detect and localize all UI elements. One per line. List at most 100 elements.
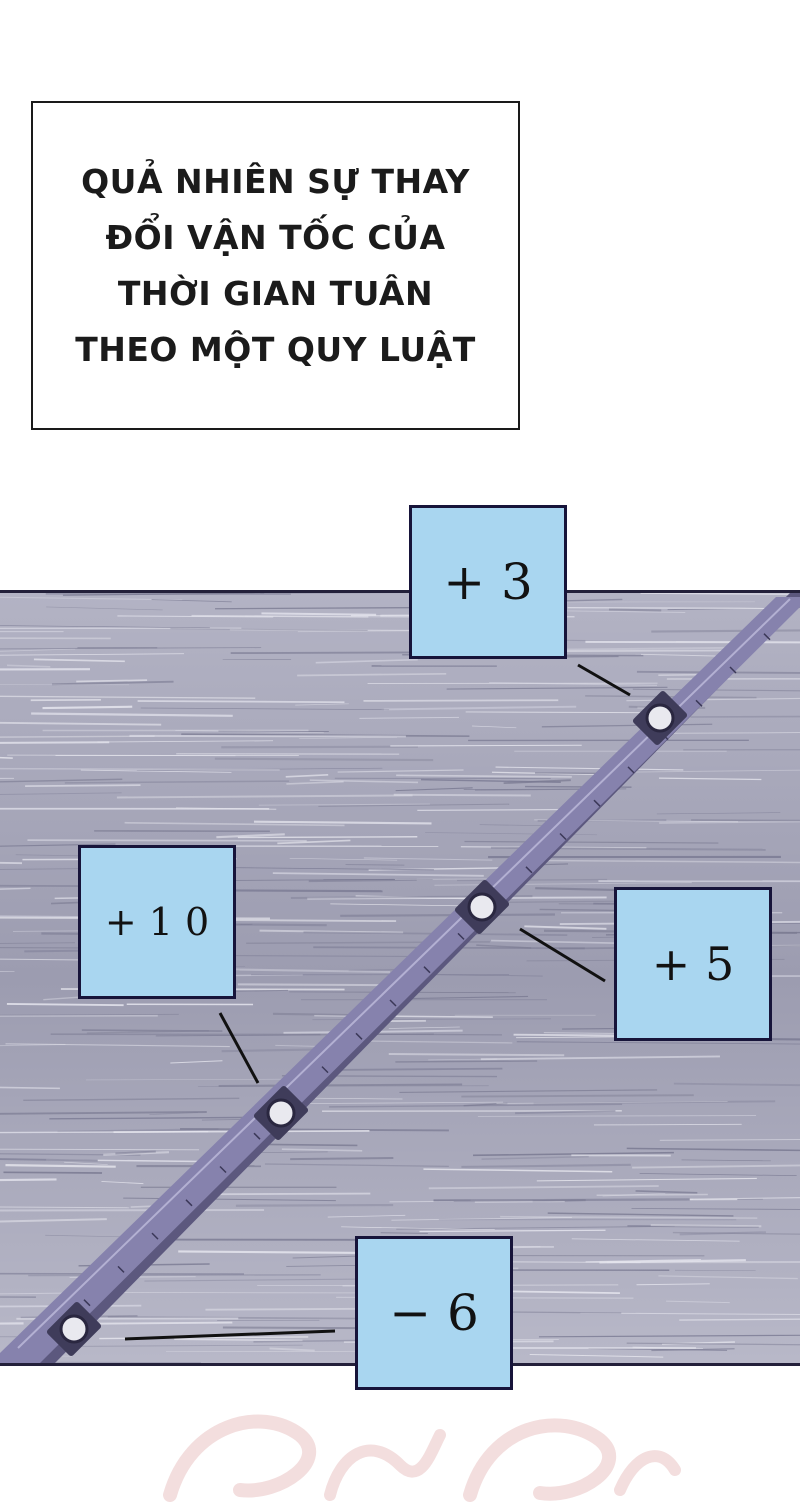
streak xyxy=(84,1321,233,1325)
streak xyxy=(585,640,800,644)
streak xyxy=(313,1097,403,1100)
streak xyxy=(0,1206,130,1209)
streak xyxy=(285,774,329,778)
streak xyxy=(580,1312,800,1316)
leader-line-minus-six xyxy=(124,1329,336,1341)
streak xyxy=(457,878,608,882)
streak xyxy=(174,1338,303,1342)
leader-line-plus-five xyxy=(519,927,606,983)
streak xyxy=(423,1168,613,1173)
streak xyxy=(237,836,418,839)
streak xyxy=(264,1163,449,1168)
streak xyxy=(0,1148,200,1151)
streak xyxy=(259,929,404,934)
streak xyxy=(144,1278,379,1282)
streak xyxy=(0,915,101,919)
streak xyxy=(0,648,76,652)
ruler xyxy=(0,593,800,1363)
ruler-tick xyxy=(525,866,533,874)
streak xyxy=(602,1193,666,1197)
streak xyxy=(289,857,398,861)
ruler-tick xyxy=(219,1165,227,1174)
streak xyxy=(191,614,369,618)
streak xyxy=(0,1178,57,1182)
streak xyxy=(390,744,582,747)
streak xyxy=(103,1151,170,1156)
streak xyxy=(5,1164,116,1168)
streak xyxy=(330,903,466,907)
streak xyxy=(28,1274,321,1277)
streak xyxy=(524,925,607,930)
ruler-tick xyxy=(457,932,465,940)
streak xyxy=(571,1238,740,1242)
streak xyxy=(564,610,686,613)
streak xyxy=(181,733,470,738)
streak xyxy=(117,615,274,618)
streak xyxy=(0,778,123,783)
streak xyxy=(658,1275,798,1280)
streak xyxy=(0,1322,24,1325)
streak xyxy=(341,1226,495,1231)
streak xyxy=(64,1161,108,1165)
streak xyxy=(0,695,256,699)
label-plus-five: + 5 xyxy=(614,887,772,1041)
streak xyxy=(461,1094,694,1098)
streak xyxy=(681,1159,771,1162)
streak xyxy=(151,599,232,603)
streak xyxy=(235,1203,394,1207)
streak xyxy=(516,1041,800,1045)
streak xyxy=(295,703,349,706)
streak xyxy=(0,843,116,847)
streak xyxy=(277,839,351,845)
streak xyxy=(223,867,434,871)
streak xyxy=(27,839,307,842)
caption-text: QUẢ NHIÊN SỰ THAY ĐỔI VẬN TỐC CỦA THỜI G… xyxy=(75,161,476,369)
streak xyxy=(631,1207,800,1210)
streak xyxy=(0,625,210,629)
ruler-tick xyxy=(593,799,601,807)
streak xyxy=(302,1101,504,1105)
streak xyxy=(596,1193,708,1197)
streak xyxy=(0,646,262,650)
streak xyxy=(433,1198,690,1202)
streak xyxy=(659,1139,800,1141)
streak xyxy=(636,670,800,674)
streak xyxy=(538,1334,800,1338)
label-plus-three: + 3 xyxy=(409,505,567,659)
ruler-tick xyxy=(185,1199,193,1207)
leader-line-plus-three xyxy=(577,663,631,697)
streak xyxy=(0,596,183,601)
streak xyxy=(388,1052,565,1057)
streak xyxy=(396,774,572,778)
streak xyxy=(230,923,327,927)
streak xyxy=(218,1083,463,1087)
streak xyxy=(210,918,397,923)
streak xyxy=(363,699,559,702)
streak xyxy=(42,1344,303,1347)
streak xyxy=(446,686,668,690)
streak xyxy=(658,732,800,734)
streak xyxy=(269,1347,315,1352)
streak xyxy=(261,612,377,616)
streak xyxy=(393,793,531,797)
streak xyxy=(635,1190,698,1194)
ruler-tick xyxy=(355,1032,363,1040)
streak xyxy=(0,1292,92,1295)
streak xyxy=(434,882,692,886)
streak xyxy=(81,1029,223,1032)
streak xyxy=(5,1043,230,1048)
streak xyxy=(659,820,800,824)
marker-clip-middle xyxy=(454,879,510,935)
streak xyxy=(318,803,510,807)
streak xyxy=(536,1177,757,1182)
streak xyxy=(46,606,163,611)
streak xyxy=(0,1218,107,1223)
streak xyxy=(0,1111,207,1115)
streak xyxy=(272,1012,358,1017)
streak xyxy=(3,1171,103,1174)
ruler-tick xyxy=(83,1299,91,1307)
streak xyxy=(258,803,430,806)
streak xyxy=(418,974,543,977)
streak xyxy=(216,833,285,839)
streak xyxy=(0,887,31,890)
